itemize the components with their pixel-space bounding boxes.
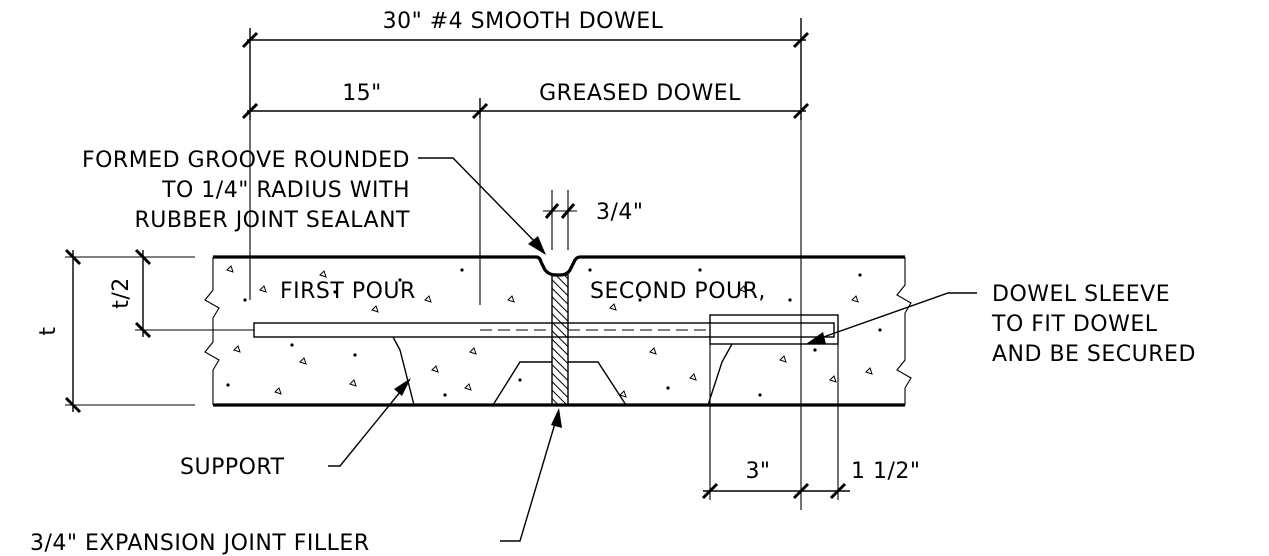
expansion-joint-filler xyxy=(551,274,569,406)
greased-dowel-label: GREASED DOWEL xyxy=(539,81,741,106)
extension-lines xyxy=(249,118,802,510)
groove-label-line3: RUBBER JOINT SEALANT xyxy=(134,208,410,233)
first-pour-label: FIRST POUR xyxy=(280,279,416,304)
sleeve-dimension: 3" 1 1/2" xyxy=(701,344,921,500)
thickness-dimension: t t/2 xyxy=(36,248,254,414)
smooth-dowel-label: 30" #4 SMOOTH DOWEL xyxy=(383,9,664,34)
groove-label-line2: TO 1/4" RADIUS WITH xyxy=(161,178,410,203)
dimension-greased-dowel: 15" GREASED DOWEL xyxy=(241,81,810,120)
joint-width-label: 3/4" xyxy=(596,200,644,225)
groove-label-line1: FORMED GROOVE ROUNDED xyxy=(82,148,410,173)
filler-callout: 3/4" EXPANSION JOINT FILLER xyxy=(30,408,562,556)
sleeve-callout: DOWEL SLEEVE TO FIT DOWEL AND BE SECURED xyxy=(806,282,1196,367)
dowel-sleeve xyxy=(709,314,839,345)
support-chairs xyxy=(392,336,733,406)
half-thickness-label: t/2 xyxy=(109,277,134,309)
support-callout: SUPPORT xyxy=(180,378,411,480)
groove-callout: FORMED GROOVE ROUNDED TO 1/4" RADIUS WIT… xyxy=(82,148,546,255)
dowel-bar xyxy=(253,322,835,338)
sleeve-label-line3: AND BE SECURED xyxy=(992,342,1196,367)
half-length-label: 15" xyxy=(342,81,382,106)
concrete-aggregate xyxy=(226,265,882,398)
second-pour-label: SECOND POUR, xyxy=(590,279,766,304)
sleeve-label-line2: TO FIT DOWEL xyxy=(991,312,1158,337)
support-label: SUPPORT xyxy=(180,455,285,480)
thickness-label: t xyxy=(36,326,61,335)
filler-label: 3/4" EXPANSION JOINT FILLER xyxy=(30,531,370,556)
sleeve-gap-label: 3" xyxy=(745,459,770,484)
dimension-smooth-dowel: 30" #4 SMOOTH DOWEL xyxy=(241,9,810,120)
sleeve-label-line1: DOWEL SLEEVE xyxy=(992,282,1170,307)
sleeve-end-label: 1 1/2" xyxy=(851,459,921,484)
joint-width-dimension: 3/4" xyxy=(543,190,644,250)
